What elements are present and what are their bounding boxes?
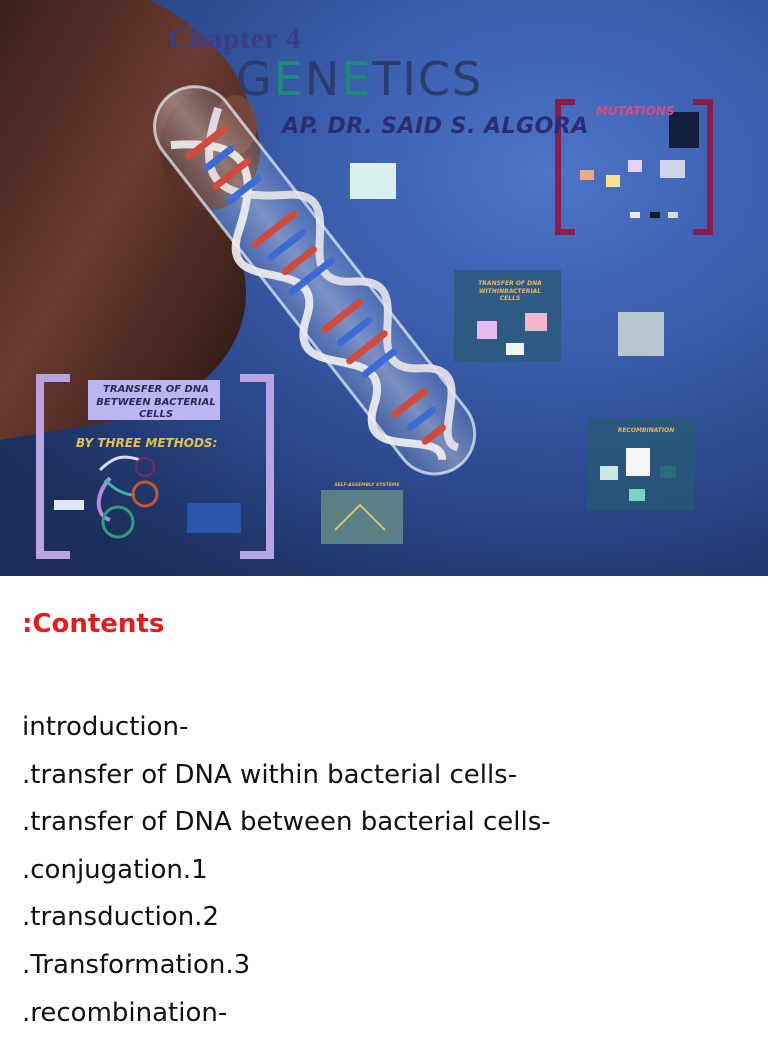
mutations-label: MUTATIONS <box>596 104 675 118</box>
contents-item-transduction: .transduction.2 <box>22 902 219 933</box>
slide-banner-image: Chapter 4 GENETICS AP. DR. SAID S. ALGOR… <box>0 0 768 576</box>
chapter-heading: Chapter 4 <box>168 22 302 55</box>
author-name: AP. DR. SAID S. ALGORA <box>282 114 589 139</box>
contents-section: :Contents introduction- .transfer of DNA… <box>22 600 752 1037</box>
self-assembly-label: SELF-ASSEMBLY SYSTEMS <box>334 483 400 488</box>
contents-item-recombination: .recombination- <box>22 997 228 1028</box>
three-methods-label: BY THREE METHODS: <box>76 436 218 450</box>
recombination-label: RECOMBINATION <box>617 427 675 434</box>
contents-item-transfer-within: .transfer of DNA within bacterial cells- <box>22 759 518 790</box>
contents-item-transfer-between: .transfer of DNA between bacterial cells… <box>22 807 551 838</box>
transfer-within-label: TRANSFER OF DNA WITHINBACTERIAL CELLS <box>478 280 542 302</box>
dna-test-tube-illustration <box>0 0 713 559</box>
contents-list: introduction- .transfer of DNA within ba… <box>22 704 752 1037</box>
contents-item-transformation: .Transformation.3 <box>22 949 251 980</box>
transfer-between-label: TRANSFER OF DNA BETWEEN BACTERIAL CELLS <box>96 384 216 420</box>
contents-item-introduction: introduction- <box>22 712 189 742</box>
contents-item-conjugation: .conjugation.1 <box>22 854 208 885</box>
contents-heading: :Contents <box>22 609 165 639</box>
genetics-title: GENETICS <box>236 52 484 106</box>
